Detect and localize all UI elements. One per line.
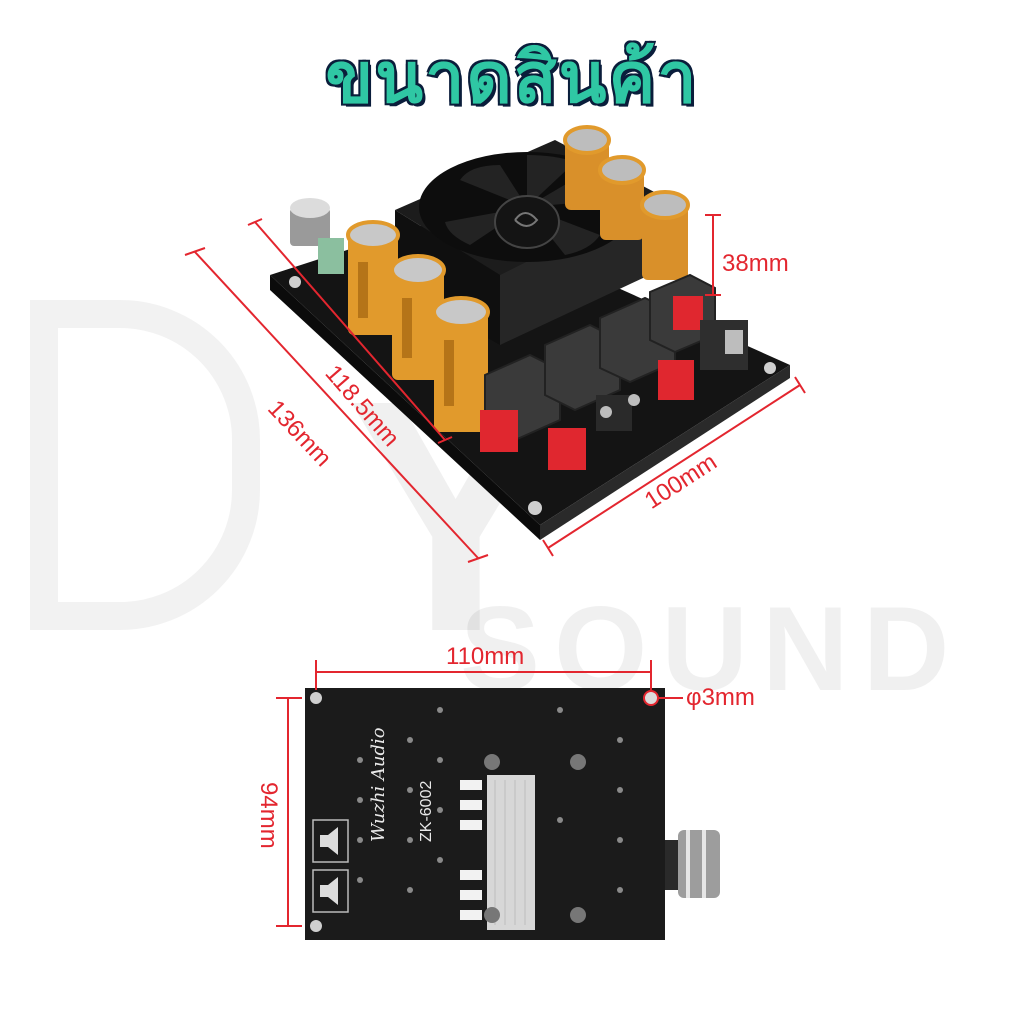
board-model-text: ZK-6002: [418, 780, 435, 842]
fan-hub-icon: [494, 195, 560, 249]
dim-hole-diameter: φ3mm: [686, 684, 755, 711]
volume-knob-top: [290, 198, 344, 274]
inductor-blocks: [484, 273, 716, 442]
bottom-dimension-lines: [276, 660, 683, 927]
mount-hole-top-right: [643, 690, 659, 706]
speaker-icon: [320, 827, 338, 855]
mount-hole-top-left: [310, 692, 322, 704]
page-title: ขนาดสินค้า: [325, 37, 699, 119]
power-connector: [700, 320, 748, 370]
speaker-icon: [320, 877, 338, 905]
dim-hole-spacing: 110mm: [446, 643, 525, 670]
volume-knob-bottom: [665, 830, 720, 898]
heatsink-plate: [487, 775, 535, 930]
board-brand-text: Wuzhi Audio: [368, 727, 389, 842]
capacitors-rear: [563, 125, 690, 280]
top-dimension-lines: [184, 214, 806, 563]
dim-height-top: 38mm: [722, 250, 789, 277]
capacitors-front: [346, 220, 490, 432]
amplifier-board-bottom: [305, 688, 720, 940]
mount-hole-bottom-left: [310, 920, 322, 932]
dim-height-bottom: 94mm: [255, 782, 282, 849]
speaker-terminals: [480, 296, 703, 470]
